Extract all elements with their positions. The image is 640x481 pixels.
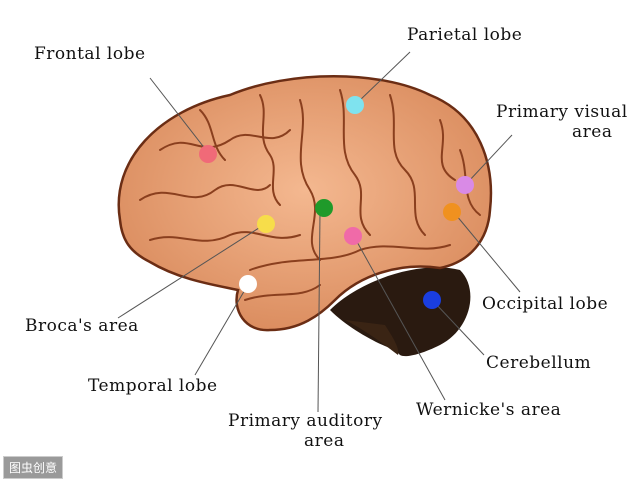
- label-primary-auditory-area-1: Primary auditory: [228, 411, 383, 431]
- label-temporal-lobe: Temporal lobe: [88, 376, 218, 396]
- occipital-lobe-dot: [443, 203, 461, 221]
- label-occipital-lobe: Occipital lobe: [482, 294, 609, 314]
- leader-lines: [117, 51, 521, 413]
- temporal-lobe-dot: [239, 275, 257, 293]
- parietal-lobe-dot: [346, 96, 364, 114]
- primary-visual-dot: [456, 176, 474, 194]
- label-frontal-lobe: Frontal lobe: [34, 44, 146, 64]
- label-cerebellum: Cerebellum: [486, 353, 592, 373]
- primary-auditory-dot: [315, 199, 333, 217]
- brainstem-shape: [345, 320, 399, 355]
- label-parietal-lobe: Parietal lobe: [407, 25, 523, 45]
- cerebellum-dot: [423, 291, 441, 309]
- brocas-area-dot: [257, 215, 275, 233]
- cerebrum-shape: [117, 75, 493, 332]
- label-primary-auditory-area-2: area: [304, 431, 345, 451]
- cerebellum-shape: [330, 267, 471, 357]
- label-primary-visual-area-1: Primary visual: [496, 102, 628, 122]
- wernickes-area-dot: [344, 227, 362, 245]
- frontal-lobe-dot: [199, 145, 217, 163]
- label-primary-visual-area-2: area: [572, 122, 613, 142]
- gyri-pattern: [139, 89, 481, 301]
- label-brocas-area: Broca's area: [25, 316, 139, 336]
- watermark: 图虫创意: [3, 456, 64, 479]
- label-wernickes-area: Wernicke's area: [416, 400, 562, 420]
